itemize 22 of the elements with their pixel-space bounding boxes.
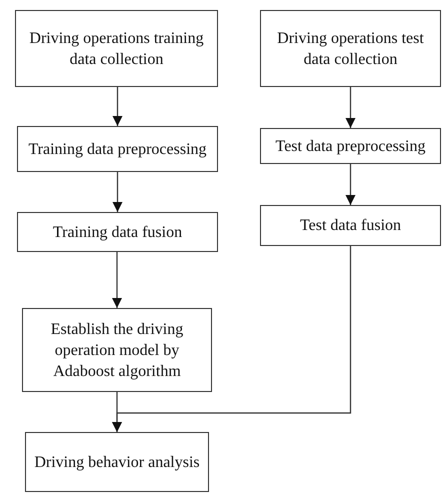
arrow: [346, 87, 356, 128]
process-box: [15, 10, 218, 87]
process-box: [260, 10, 441, 87]
arrow: [112, 252, 122, 308]
box-label: Driving behavior analysis: [33, 452, 201, 472]
box-label: Training data preprocessing: [27, 140, 208, 160]
arrow: [346, 164, 356, 205]
process-box: [17, 212, 218, 252]
box-label: Establish the driving operation model by Adaboost algorithm: [50, 320, 184, 382]
process-box: [22, 308, 212, 392]
process-box: [17, 126, 218, 172]
box-label: Driving operations training data collection: [28, 28, 205, 70]
process-box: [260, 128, 441, 164]
box-label: Training data fusion: [52, 222, 184, 242]
process-box: [25, 432, 209, 492]
process-box: [260, 205, 441, 246]
box-label: Driving operations test data collection: [276, 28, 425, 70]
arrow: [112, 172, 122, 212]
arrow: [112, 246, 352, 432]
box-label: Test data fusion: [298, 216, 402, 236]
box-label: Test data preprocessing: [274, 136, 426, 156]
arrow: [112, 87, 122, 126]
